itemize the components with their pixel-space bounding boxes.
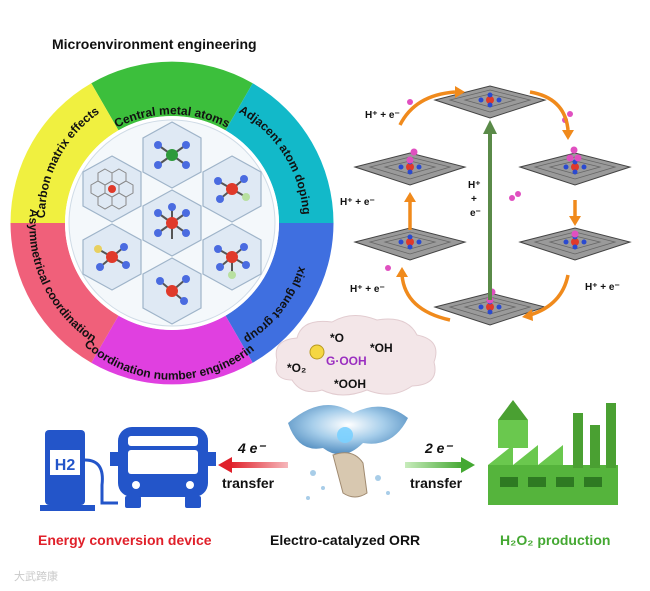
species-o: *O [330, 331, 344, 345]
left-electrons-label: 4 e⁻ [238, 440, 265, 456]
orr-catalytic-cycle: H⁺ + e⁻ H⁺ + e⁻ H⁺ + e⁻ H⁺ + e⁻ H⁺ + e⁻ [340, 85, 631, 326]
lightbulb-icon [309, 344, 325, 360]
right-transfer-label: transfer [410, 475, 463, 491]
right-electrons-label: 2 e⁻ [425, 440, 452, 456]
watermark: 大武跨康 [14, 570, 58, 583]
label-center-plus: + [471, 194, 477, 205]
species-oh: *OH [370, 341, 393, 355]
label-center-h: H⁺ [468, 180, 481, 191]
wheel-title: Microenvironment engineering [52, 36, 257, 52]
h2-sign: H2 [55, 457, 76, 474]
label-he-3: H⁺ + e⁻ [350, 284, 385, 295]
hydrogen-station-icon: H2 [40, 430, 118, 511]
microenvironment-wheel: Central metal atoms Adjacent atom doping… [2, 48, 334, 385]
segment-central-metal [91, 61, 253, 131]
species-o2: *O₂ [287, 361, 306, 375]
right-arrow-icon [405, 457, 475, 473]
cycle-sheet-lower-left [354, 227, 466, 261]
factory-icon [488, 400, 618, 505]
segment-coordination-number [91, 315, 253, 385]
molecule-axial-icon [214, 243, 250, 279]
left-transfer-label: transfer [222, 475, 275, 491]
energy-conversion-caption: Energy conversion device [38, 532, 212, 548]
molecule-center-icon [154, 203, 190, 239]
electrode-icon [332, 452, 368, 498]
label-he-2: H⁺ + e⁻ [340, 197, 375, 208]
segment-carbon-matrix [10, 83, 119, 223]
molecule-coordination-icon [156, 275, 190, 305]
h2o2-caption: H₂O₂ production [500, 532, 611, 548]
segment-axial-guest [225, 223, 334, 363]
bus-icon [110, 427, 216, 508]
segment-adjacent-doping [225, 83, 334, 223]
left-arrow-icon [218, 457, 288, 473]
label-he-1: H⁺ + e⁻ [365, 110, 400, 121]
label-center-e: e⁻ [470, 208, 481, 219]
label-he-4: H⁺ + e⁻ [585, 282, 620, 293]
segment-asymmetrical [10, 223, 119, 363]
species-g-ooh: G·OOH [326, 354, 367, 368]
molecule-doped-icon [214, 175, 250, 203]
carbon-matrix-icon [90, 168, 134, 210]
water-splash-image [288, 405, 408, 500]
molecule-asymmetric-icon [94, 243, 130, 271]
species-ooh: *OOH [334, 377, 366, 391]
intermediates-cloud: *O *OH *O₂ *OOH G·OOH [275, 315, 437, 396]
molecule-green-metal-icon [154, 141, 190, 169]
orr-caption: Electro-catalyzed ORR [270, 532, 421, 548]
